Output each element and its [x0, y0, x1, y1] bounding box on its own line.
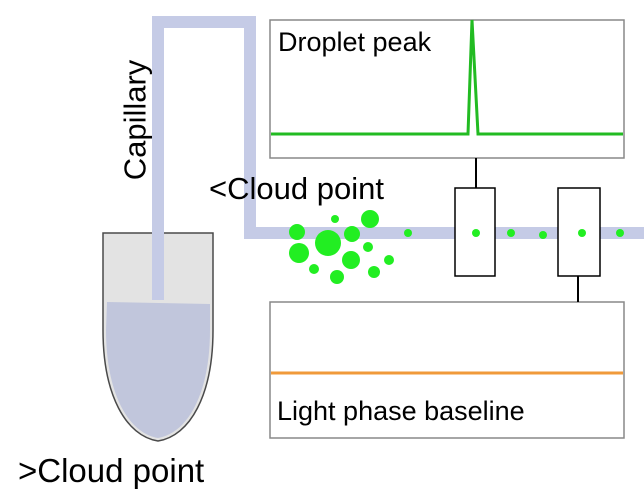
droplet [342, 251, 360, 269]
droplet [289, 243, 309, 263]
droplet-peak-trace [271, 19, 623, 136]
droplet [363, 242, 373, 252]
droplet [331, 215, 339, 223]
droplet [578, 229, 586, 237]
baseline-panel-frame [269, 301, 625, 439]
capillary-tube [152, 16, 644, 300]
droplet [315, 230, 341, 256]
droplet-cluster [289, 210, 394, 284]
light-phase-baseline-label: Light phase baseline [277, 396, 525, 426]
droplet [616, 229, 624, 237]
droplet [309, 264, 319, 274]
droplet [344, 226, 360, 242]
capillary-label: Capillary [117, 59, 153, 181]
droplet-signal-panel [269, 19, 625, 159]
droplet [539, 231, 547, 239]
droplet-peak-label: Droplet peak [278, 27, 432, 57]
above-cloud-point-label: >Cloud point [18, 452, 205, 489]
test-tube [102, 232, 214, 442]
droplet [384, 255, 394, 265]
tube-liquid [106, 302, 210, 438]
droplet [330, 270, 344, 284]
droplet [404, 229, 412, 237]
droplet [368, 266, 380, 278]
droplet [361, 210, 379, 228]
droplet [472, 229, 480, 237]
below-cloud-point-label: <Cloud point [209, 171, 384, 206]
capillary-droplets [404, 229, 624, 239]
baseline-signal-panel [269, 301, 625, 439]
droplet [507, 229, 515, 237]
droplet [289, 224, 305, 240]
